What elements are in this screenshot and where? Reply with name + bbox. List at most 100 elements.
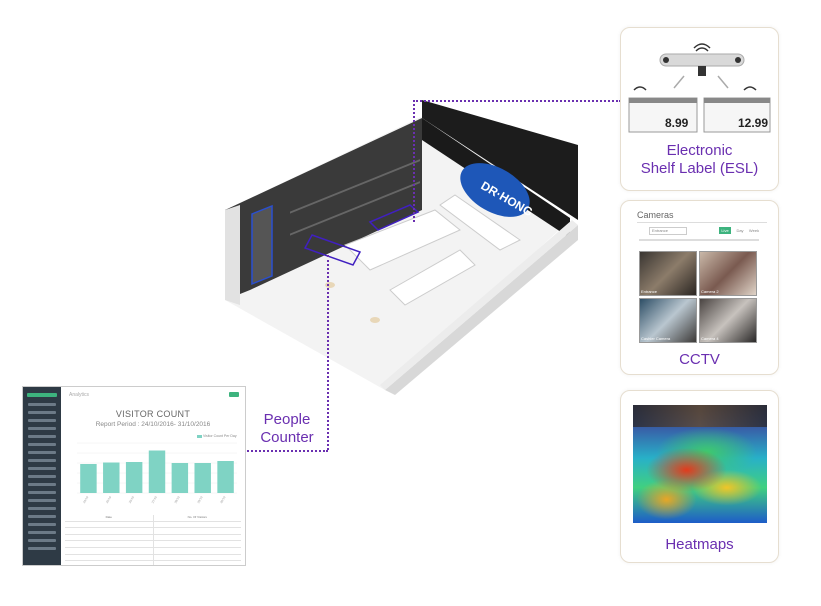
table-cell (65, 541, 154, 547)
camera-feed[interactable]: Camera 2 (699, 251, 757, 296)
table-row (65, 534, 242, 542)
visitor-count-title: VISITOR COUNT (115, 409, 191, 419)
sidebar-item[interactable] (28, 419, 56, 422)
chart-bar (148, 450, 166, 493)
table-row (65, 521, 242, 529)
chart-bar (217, 461, 234, 493)
left-back-wall (225, 118, 422, 300)
esl-card: 8.99 12.99 Electronic Shelf Label (ESL) (620, 27, 779, 191)
sidebar-item[interactable] (28, 427, 56, 430)
sidebar-item[interactable] (28, 451, 56, 454)
sidebar-item[interactable] (28, 547, 56, 550)
legend-swatch (197, 434, 202, 438)
camera-feed-name: Entrance (641, 289, 658, 294)
visitor-table: Date No. Of Visitors (65, 515, 242, 565)
wall-shelves (290, 159, 420, 236)
camera-time-slider[interactable] (639, 239, 759, 241)
chart-bar (125, 462, 143, 493)
dashboard-sidebar (23, 387, 61, 565)
table-row (65, 554, 242, 562)
dashboard-section-title: Analytics (69, 392, 90, 398)
chart-tick-label: 26/10 (128, 495, 135, 504)
sidebar-item[interactable] (28, 443, 56, 446)
left-outer-wall (225, 205, 240, 305)
sidebar-logo (27, 393, 57, 397)
sidebar-item[interactable] (28, 475, 56, 478)
export-button[interactable] (229, 392, 239, 397)
table-cell (154, 535, 242, 541)
camera-feed[interactable]: Entrance (639, 251, 697, 296)
camera-feed-name: Camera 2 (701, 289, 719, 294)
chart-bar (171, 463, 189, 493)
sidebar-item[interactable] (28, 459, 56, 462)
esl-connector-vertical (413, 100, 415, 222)
chart-bar (194, 463, 211, 493)
display-table-front (389, 249, 476, 306)
people-counter-dashboard: Analytics VISITOR COUNT Report Period : … (22, 386, 246, 566)
table-row (65, 561, 241, 565)
camera-feed-name: Camera 4 (701, 336, 719, 341)
sidebar-item[interactable] (28, 467, 56, 470)
esl-connector-horizontal (413, 100, 621, 102)
heatmap-ceiling (633, 405, 767, 427)
right-dark-wall (422, 100, 578, 220)
chart-legend: Visitor Count Per Day (197, 434, 237, 438)
report-period: Report Period : 24/10/2016- 31/10/2016 (95, 421, 211, 428)
display-table-right (439, 194, 521, 251)
esl-highlight-box (368, 204, 420, 231)
sidebar-item[interactable] (28, 531, 56, 534)
cameras-divider (637, 222, 767, 223)
brand-logo: DR·HONG (460, 163, 535, 219)
sidebar-item[interactable] (28, 403, 56, 406)
chart-tick-label: 29/10 (196, 495, 203, 504)
cctv-card: Cameras Entrance Live Day Week Entrance … (620, 200, 779, 375)
sidebar-item[interactable] (28, 539, 56, 542)
table-cell (65, 534, 154, 541)
table-cell (154, 522, 242, 528)
legend-label: Visitor Count Per Day (202, 434, 237, 438)
camera-tab-live[interactable]: Live (719, 227, 731, 234)
sidebar-item[interactable] (28, 507, 56, 510)
sidebar-item[interactable] (28, 523, 56, 526)
heatmap-image (633, 405, 767, 523)
table-cell (154, 548, 242, 554)
sidebar-item[interactable] (28, 435, 56, 438)
camera-tab-week[interactable]: Week (748, 228, 760, 233)
camera-tab-day[interactable]: Day (736, 228, 744, 233)
table-cell (65, 521, 154, 528)
table-cell (154, 555, 242, 561)
esl-tag-price-left: 8.99 (665, 116, 689, 130)
table-body (65, 521, 242, 565)
sidebar-item[interactable] (28, 411, 56, 414)
sidebar-item[interactable] (28, 483, 56, 486)
camera-feed[interactable]: Cashier Camera (639, 298, 697, 343)
heatmaps-label: Heatmaps (665, 536, 734, 553)
chart-tick-label: 25/10 (105, 495, 112, 504)
chart-tick-label: 28/10 (174, 495, 181, 504)
chart-tick-label: 24/10 (82, 495, 89, 504)
display-table-center (344, 209, 461, 271)
counter-connector-horizontal (244, 450, 328, 452)
front-right-wall-top (380, 220, 578, 390)
chart-bar (103, 462, 120, 493)
sidebar-item[interactable] (28, 491, 56, 494)
chart-bar (80, 464, 97, 493)
esl-label: Electronic Shelf Label (ESL) (640, 142, 759, 177)
table-row (65, 528, 241, 535)
people-counter-highlight-box (303, 234, 362, 266)
esl-device-illustration (628, 43, 771, 133)
camera-feed[interactable]: Camera 4 (699, 298, 757, 343)
camera-select[interactable]: Entrance (649, 227, 687, 235)
cameras-title: Cameras (637, 210, 674, 220)
sidebar-item[interactable] (28, 515, 56, 518)
sidebar-item[interactable] (28, 499, 56, 502)
table-cell (65, 561, 154, 565)
table-header-cell: Date (65, 515, 154, 521)
dashboard-main: Analytics VISITOR COUNT Report Period : … (61, 387, 245, 565)
table-cell (65, 528, 154, 534)
esl-tag-price-right: 12.99 (738, 116, 769, 130)
mirror (251, 204, 273, 286)
table-cell (65, 554, 154, 561)
table-cell (65, 547, 154, 554)
people-counter-label: People Counter (260, 411, 314, 446)
